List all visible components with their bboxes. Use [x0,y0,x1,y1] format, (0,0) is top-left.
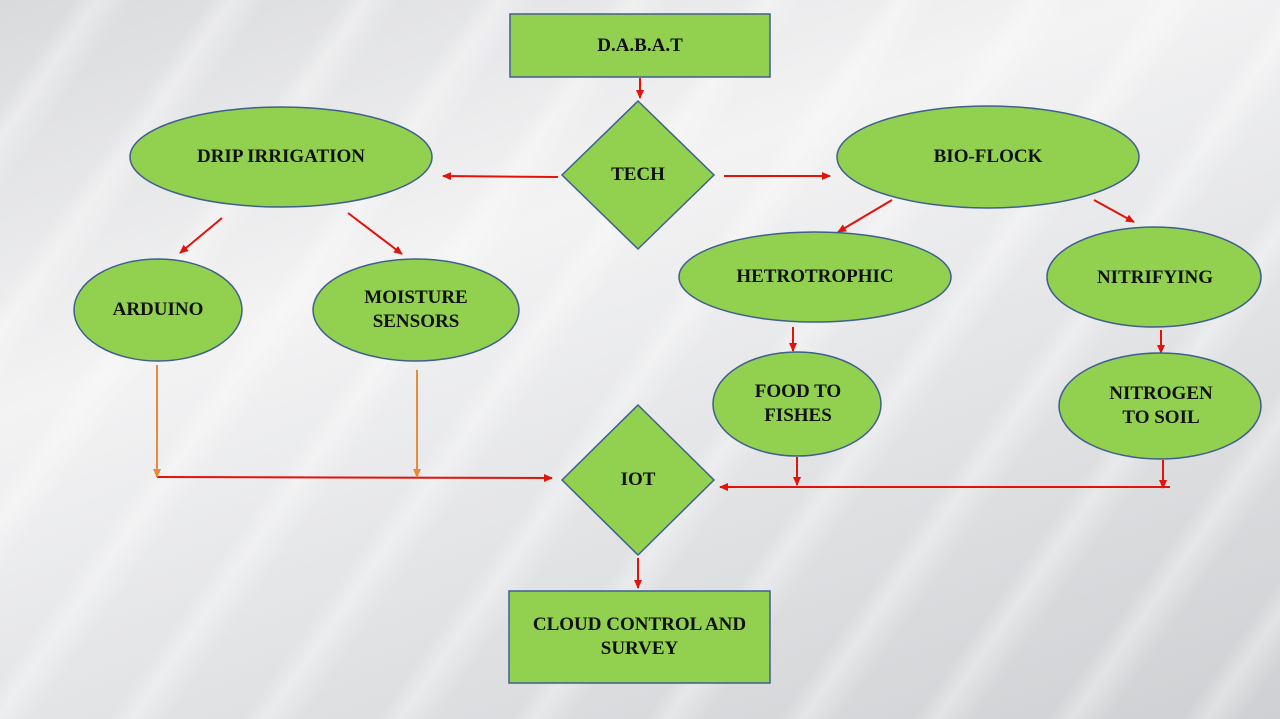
food-to-fishes-ellipse [712,351,882,457]
nitrifying-ellipse [1046,226,1262,328]
arrow-left-bus-to-iot [156,473,553,482]
dabat-label: D.A.B.A.T [597,34,683,56]
moisture-sensors-ellipse [312,258,520,362]
nitrogen-to-soil-label: NITROGEN TO SOIL [1109,383,1213,428]
arrow-bioflock-to-nitrifying [1093,199,1135,223]
tech-diamond [560,99,716,251]
arrow-bioflock-to-hetrotrophic [837,199,893,233]
nitrifying-label: NITRIFYING [1096,267,1214,288]
moisture-sensors-label: MOISTURE SENSORS [364,287,468,332]
arduino-label: ARDUINO [112,299,204,320]
dabat-box [509,13,771,78]
cloud-control-label: CLOUD CONTROL AND SURVEY [532,614,747,659]
bio-flock-label: BIO-FLOCK [933,146,1043,167]
bio-flock-ellipse [836,105,1140,209]
cloud-control-box [508,590,771,684]
drip-irrigation-label: DRIP IRRIGATION [196,146,366,167]
arduino-ellipse [73,258,243,362]
iot-label: IOT [620,469,656,490]
drip-irrigation-ellipse [129,106,433,208]
hetrotrophic-label: HETROTROPHIC [736,266,894,287]
nitrogen-to-soil-ellipse [1058,352,1262,460]
arrow-tech-to-drip [442,172,559,181]
hetrotrophic-ellipse [678,231,952,323]
arrow-drip-to-moisture [347,212,403,255]
food-to-fishes-label: FOOD TO FISHES [754,381,842,426]
iot-diamond [560,403,716,557]
tech-label: TECH [611,164,665,185]
arrow-drip-to-arduino [179,217,223,254]
